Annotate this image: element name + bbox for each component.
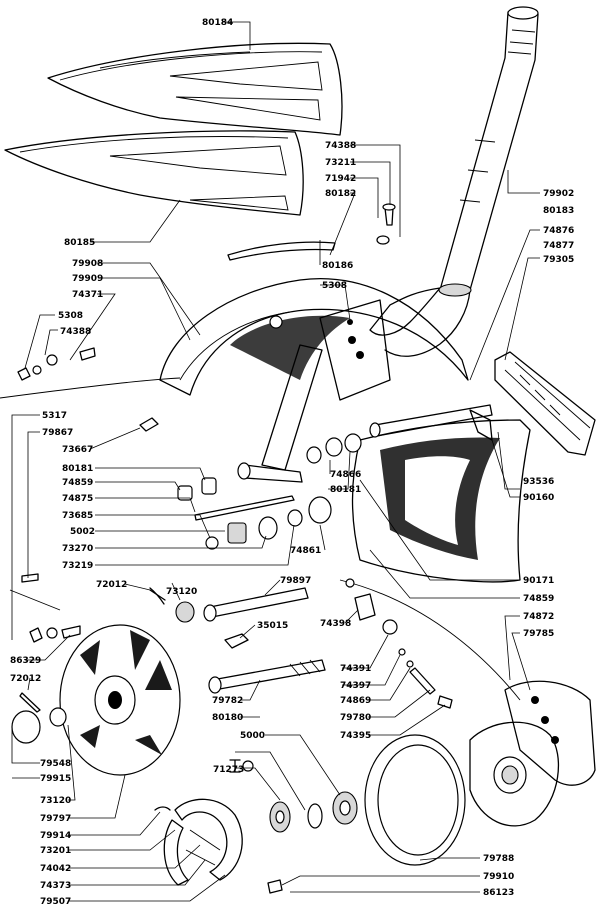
bolt-stack-left	[9, 573, 81, 643]
label-86123: 86123	[483, 888, 514, 898]
label-74869: 74869	[340, 696, 371, 706]
label-79908: 79908	[72, 259, 103, 269]
label-79548: 79548	[40, 759, 71, 769]
label-5002: 5002	[70, 527, 95, 537]
label-79910: 79910	[483, 872, 514, 882]
label-73211: 73211	[325, 158, 356, 168]
label-73120-bottom: 73120	[40, 796, 71, 806]
label-72012-top: 72012	[96, 580, 127, 590]
leader-lines	[11, 21, 540, 902]
label-35015: 35015	[257, 621, 288, 631]
fork-boot	[494, 351, 596, 456]
label-74388-top: 74388	[325, 141, 356, 151]
label-74859-left: 74859	[62, 478, 93, 488]
label-80186: 80186	[322, 261, 353, 271]
fork-leg	[237, 299, 391, 483]
hub-cap	[11, 692, 67, 744]
label-79785: 79785	[523, 629, 554, 639]
label-73685: 73685	[62, 511, 93, 521]
label-79780: 79780	[340, 713, 371, 723]
label-74042: 74042	[40, 864, 71, 874]
label-79305: 79305	[543, 255, 574, 265]
label-5308-left: 5308	[58, 311, 83, 321]
label-79867: 79867	[42, 428, 73, 438]
axle-components	[139, 417, 362, 550]
axle-79782	[208, 659, 326, 694]
key-35015	[224, 633, 249, 649]
label-86329: 86329	[10, 656, 41, 666]
label-74397: 74397	[340, 681, 371, 691]
label-74373: 74373	[40, 881, 71, 891]
nut-washer-left	[17, 347, 96, 381]
label-80181-left: 80181	[62, 464, 93, 474]
label-80180: 80180	[212, 713, 243, 723]
label-79797: 79797	[40, 814, 71, 824]
brake-backplate	[364, 734, 466, 866]
label-80185: 80185	[64, 238, 95, 248]
label-74388-left: 74388	[60, 327, 91, 337]
speedo-drive	[345, 578, 453, 709]
label-74861: 74861	[290, 546, 321, 556]
cowl-panel-upper	[47, 42, 343, 136]
label-90160: 90160	[523, 493, 554, 503]
label-74875: 74875	[62, 494, 93, 504]
label-79782: 79782	[212, 696, 243, 706]
label-73667: 73667	[62, 445, 93, 455]
label-80182: 80182	[325, 189, 356, 199]
label-73120-top: 73120	[166, 587, 197, 597]
label-74872: 74872	[523, 612, 554, 622]
bolt-73211	[376, 203, 396, 245]
label-79507: 79507	[40, 897, 71, 907]
label-74859-right: 74859	[523, 594, 554, 604]
label-71273: 71273	[213, 765, 244, 775]
label-5317: 5317	[42, 411, 67, 421]
label-80181-right: 80181	[330, 485, 361, 495]
label-79897: 79897	[280, 576, 311, 586]
axle-79897	[149, 587, 309, 623]
label-74371: 74371	[72, 290, 103, 300]
label-72012-left: 72012	[10, 674, 41, 684]
label-79914: 79914	[40, 831, 71, 841]
cowl-panel-lower	[4, 130, 304, 216]
brake-drum	[59, 624, 181, 776]
label-80183: 80183	[543, 206, 574, 216]
label-73270: 73270	[62, 544, 93, 554]
label-71942: 71942	[325, 174, 356, 184]
label-79915: 79915	[40, 774, 71, 784]
label-74391: 74391	[340, 664, 371, 674]
label-74876: 74876	[543, 226, 574, 236]
label-5308-right: 5308	[322, 281, 347, 291]
label-79902: 79902	[543, 189, 574, 199]
fork-housing	[469, 680, 596, 827]
label-5000: 5000	[240, 731, 265, 741]
bearings	[229, 759, 358, 833]
brake-shoes	[154, 798, 283, 894]
label-74866: 74866	[330, 470, 361, 480]
label-90171: 90171	[523, 576, 554, 586]
label-74877: 74877	[543, 241, 574, 251]
split-pin-73120	[149, 587, 165, 605]
front-fender	[159, 278, 469, 396]
steering-column	[369, 6, 539, 357]
rear-mudguard	[351, 419, 531, 583]
label-74398: 74398	[320, 619, 351, 629]
guide-line-2	[339, 579, 521, 701]
pivot-rod	[369, 404, 493, 441]
label-79909: 79909	[72, 274, 103, 284]
label-79788: 79788	[483, 854, 514, 864]
part-labels: 80184 74388 73211 71942 80182 79902 8018…	[10, 18, 574, 907]
guide-line-1	[0, 377, 181, 399]
label-93536: 93536	[523, 477, 554, 487]
label-73219: 73219	[62, 561, 93, 571]
label-80184: 80184	[202, 18, 233, 28]
label-74395: 74395	[340, 731, 371, 741]
label-73201: 73201	[40, 846, 71, 856]
trim-strip-80182	[227, 241, 336, 261]
